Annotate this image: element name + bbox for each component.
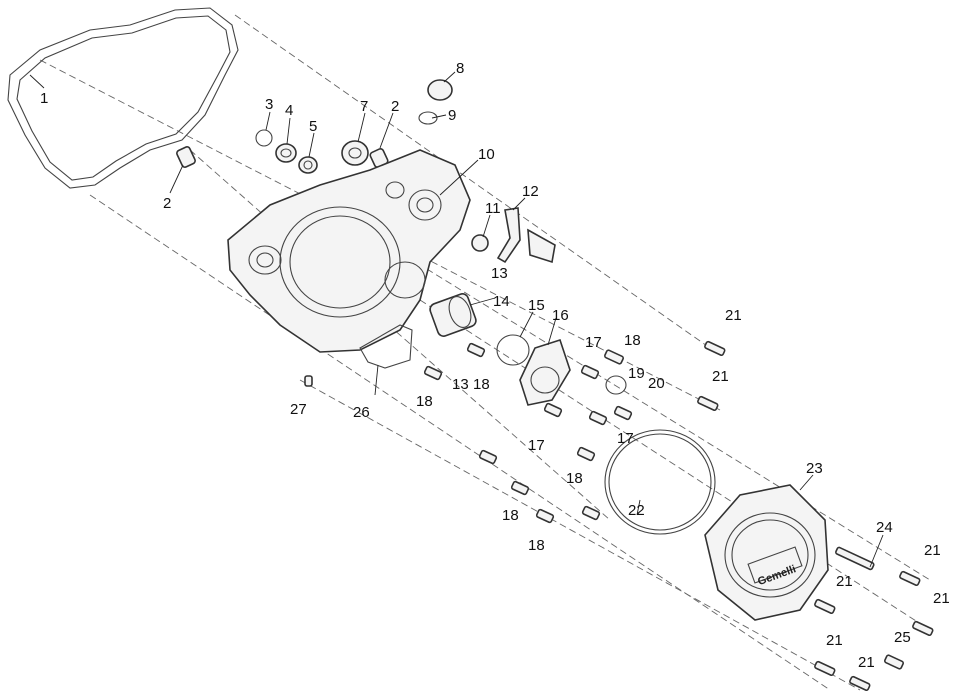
callout-label: 16 — [552, 307, 569, 324]
leader-lines — [29, 71, 884, 568]
callout-label: 7 — [360, 98, 368, 115]
callout-label: 9 — [448, 107, 456, 124]
gasket-part-22 — [604, 429, 716, 535]
callout-label: 13 — [452, 376, 469, 393]
callout-label: 21 — [712, 368, 729, 385]
callout-labels: 1 2 2 3 4 5 7 8 9 10 11 12 13 13 14 15 1… — [40, 60, 950, 671]
callout-label: 17 — [617, 430, 634, 447]
callout-label: 5 — [309, 118, 317, 135]
bearing-part-7-hole — [348, 147, 362, 159]
callout-label: 2 — [391, 98, 399, 115]
plug-part-8 — [427, 79, 453, 101]
callout-label: 18 — [502, 507, 519, 524]
callout-label: 21 — [933, 590, 950, 607]
callout-label: 17 — [528, 437, 545, 454]
crankcase-half — [227, 149, 471, 353]
bracket-part-26 — [359, 324, 413, 369]
dowel-part-2-a — [176, 146, 196, 168]
callout-label: 21 — [924, 542, 941, 559]
callout-label: 22 — [628, 502, 645, 519]
callout-label: 27 — [290, 401, 307, 418]
circlip-part-3 — [255, 129, 273, 147]
gasket-part-22-inner — [608, 433, 712, 531]
bearing-part-4-hole — [280, 148, 292, 158]
callout-label: 1 — [40, 90, 48, 107]
callout-label: 15 — [528, 297, 545, 314]
filter-cover-part-16 — [519, 338, 571, 406]
callout-label: 21 — [858, 654, 875, 671]
callout-label: 20 — [648, 375, 665, 392]
callout-label: 26 — [353, 404, 370, 421]
callout-label: 13 — [491, 265, 508, 282]
callout-label: 21 — [826, 632, 843, 649]
pipe-part-12-end — [527, 228, 556, 264]
gasket-part-1 — [7, 7, 239, 189]
pin-part-27 — [304, 375, 313, 387]
callout-label: 24 — [876, 519, 893, 536]
callout-label: 18 — [416, 393, 433, 410]
callout-label: 23 — [806, 460, 823, 477]
callout-label: 21 — [725, 307, 742, 324]
callout-label: 19 — [628, 365, 645, 382]
callout-label: 10 — [478, 146, 495, 163]
callout-label: 14 — [493, 293, 510, 310]
callout-label: 4 — [285, 102, 293, 119]
bolt-group — [423, 340, 934, 691]
seal-part-11 — [471, 234, 489, 252]
bearing-part-4 — [275, 143, 297, 163]
gasket-part-1-inner — [16, 15, 231, 181]
callout-label: 21 — [836, 573, 853, 590]
clutch-cover-part-23: Gemelli — [704, 484, 829, 621]
callout-label: 8 — [456, 60, 464, 77]
oring-part-9 — [418, 111, 438, 125]
callout-label: 3 — [265, 96, 273, 113]
bracket-part-12 — [496, 207, 521, 264]
callout-label: 18 — [473, 376, 490, 393]
callout-label: 18 — [566, 470, 583, 487]
callout-label: 25 — [894, 629, 911, 646]
callout-label: 18 — [528, 537, 545, 554]
callout-label: 2 — [163, 195, 171, 212]
callout-label: 17 — [585, 334, 602, 351]
callout-label: 18 — [624, 332, 641, 349]
callout-label: 11 — [485, 200, 501, 217]
seal-part-5 — [298, 156, 318, 174]
oil-filter-part-14 — [429, 293, 477, 337]
oring-part-19 — [605, 375, 627, 395]
bearing-part-7 — [341, 140, 369, 166]
callout-label: 12 — [522, 183, 539, 200]
oring-part-15 — [496, 334, 530, 366]
assembly-axes — [39, 14, 931, 691]
seal-part-5-hole — [303, 160, 313, 170]
